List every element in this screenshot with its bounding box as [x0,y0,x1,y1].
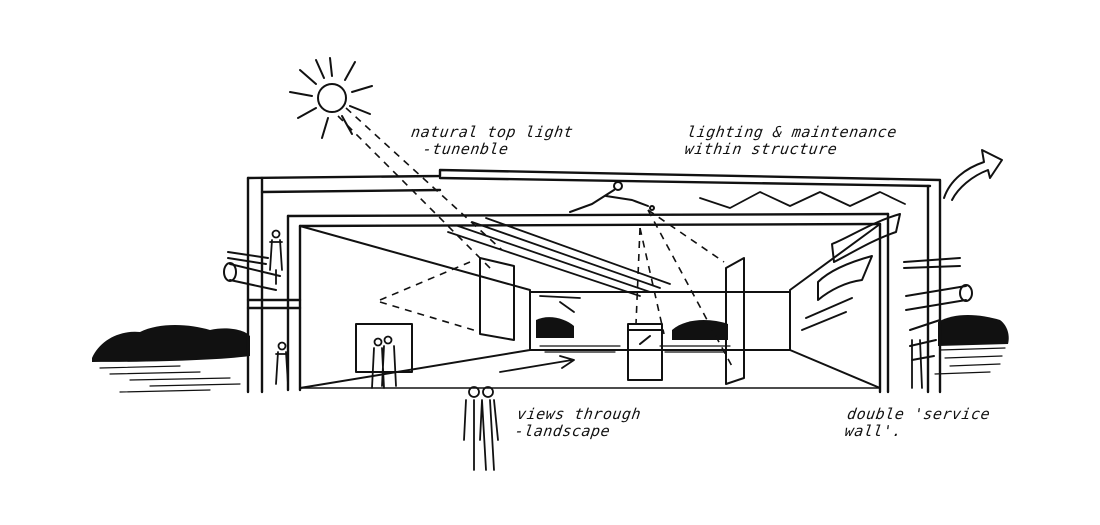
display-panels [355,257,745,385]
hedge-left [92,325,250,362]
person-lower-left [275,341,289,385]
people [269,229,923,471]
sun-icon [289,57,373,139]
annotation-top-light-line1: natural top light [410,123,575,141]
hedge-right [938,315,1009,346]
roof-truss [699,191,906,209]
people-foreground [463,386,499,471]
hedge-mid-2 [672,320,728,340]
person-upper-left [269,229,283,285]
person-right-wall [911,339,923,389]
maintenance-worker [569,181,655,213]
service-pipes [223,251,973,361]
floor-arrow [499,355,575,373]
interior-room [299,223,881,389]
annotation-service-wall: double 'service wall'. [843,405,992,440]
annotation-maintenance: lighting & maintenance within structure [683,123,899,158]
skylight-beams [447,217,671,313]
hedge-mid-1 [536,317,574,338]
annotation-top-light-line2: -tunenble [421,140,510,158]
people-viewing-panel [371,335,397,389]
annotation-maintenance-line1: lighting & maintenance [686,123,899,141]
annotation-views-line2: -landscape [513,422,612,440]
annotation-service-wall-line1: double 'service [846,405,992,423]
annotation-views-line1: views through [516,405,643,423]
display-case [627,323,663,381]
annotation-top-light: natural top light -tunenble [408,123,575,158]
annotation-service-wall-line2: wall'. [843,422,904,440]
annotation-views: views through -landscape [513,405,643,440]
annotation-maintenance-line2: within structure [683,140,839,158]
landscape [92,315,1009,393]
airflow-arrows [801,149,1003,331]
building-shell [246,168,942,394]
ground-hatching [99,345,1006,393]
lighting-dashes [379,209,735,371]
